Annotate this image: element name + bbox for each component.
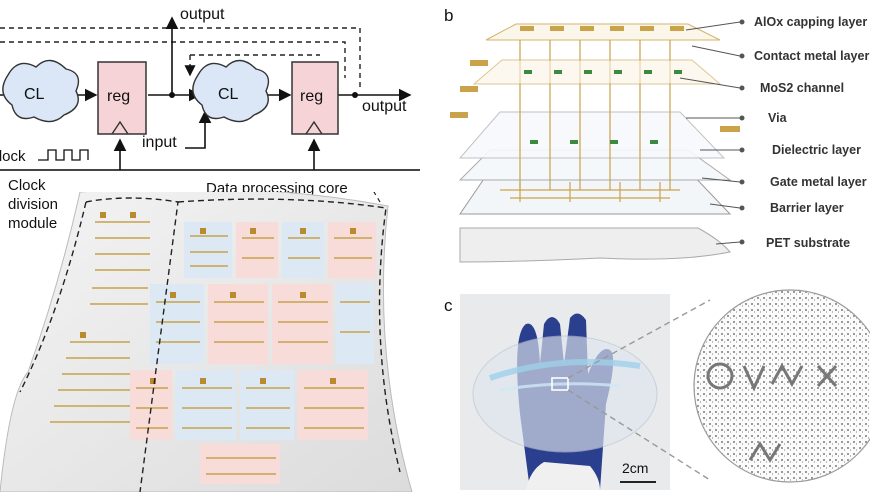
output-top-label: output	[180, 6, 225, 23]
panel-c-letter: c	[444, 296, 453, 315]
hand-holding-wafer-photo	[460, 294, 670, 490]
cl-right-label: CL	[218, 86, 239, 103]
layer-label-channel: MoS2 channel	[760, 81, 845, 95]
output-right-label: output	[362, 98, 407, 115]
panel-b-letter: b	[444, 6, 454, 25]
cl-cloud-left	[2, 59, 80, 123]
layer-label-capping: AlOx capping layer	[754, 15, 868, 29]
logic-schematic	[0, 16, 420, 171]
clock-division-label: Clock division module	[8, 177, 59, 232]
microscope-zoom-view	[693, 289, 870, 483]
reg-box-right	[291, 61, 339, 135]
layer-stack-diagram	[450, 19, 745, 263]
reg-box-left	[97, 61, 147, 135]
clock-label: Clock	[0, 148, 26, 165]
cl-left-label: CL	[24, 86, 45, 103]
reg-left-label: reg	[107, 88, 131, 105]
input-label: input	[142, 134, 177, 151]
cl-cloud-right	[192, 59, 270, 123]
layer-label-via: Via	[768, 111, 787, 125]
layer-label-contact: Contact metal layer	[754, 49, 870, 63]
scale-bar-label: 2cm	[622, 460, 649, 476]
layer-label-pet: PET substrate	[766, 236, 851, 250]
layer-label-barrier: Barrier layer	[770, 201, 844, 215]
flexible-chip-photo	[0, 192, 413, 492]
layer-label-dielectric: Dielectric layer	[772, 143, 861, 157]
zoom-connector-lines	[567, 299, 711, 481]
reg-right-label: reg	[300, 88, 324, 105]
layer-label-gate: Gate metal layer	[770, 175, 867, 189]
